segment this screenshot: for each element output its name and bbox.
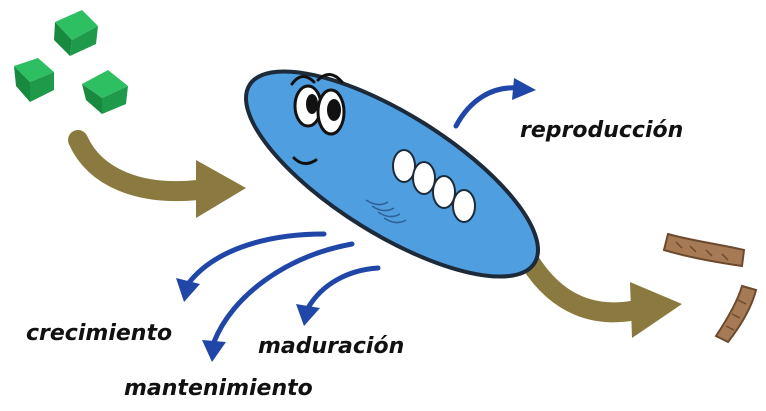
- label-maduracion: maduración: [258, 336, 404, 358]
- substrate-cube-top: [54, 10, 98, 56]
- bacterium-cell: [218, 34, 567, 314]
- output-arrow: [530, 262, 682, 338]
- label-crecimiento: crecimiento: [26, 323, 172, 345]
- label-reproduccion: reproducción: [520, 120, 683, 142]
- maduracion-arrow: [296, 268, 378, 326]
- substrate-cube-left: [14, 58, 54, 102]
- intake-arrow: [78, 140, 246, 218]
- product-particle-lower: [716, 286, 756, 342]
- product-particle-upper: [664, 234, 744, 266]
- label-mantenimiento: mantenimiento: [124, 378, 313, 400]
- substrate-cube-right: [82, 70, 128, 114]
